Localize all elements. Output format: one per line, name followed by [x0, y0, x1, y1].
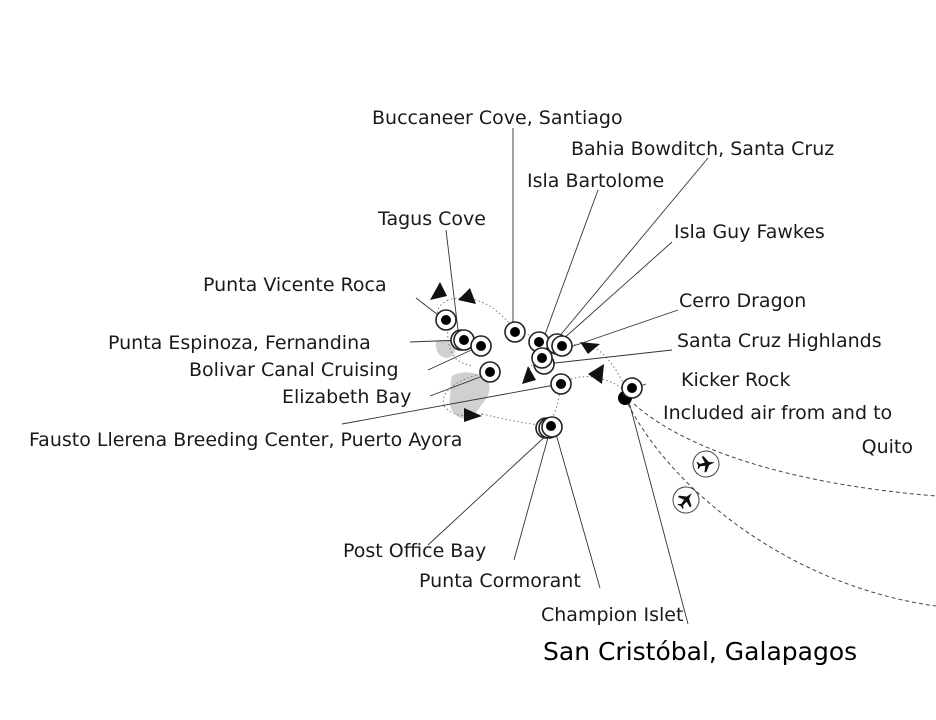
airplane-marker-1 — [692, 450, 720, 478]
marker-fausto-llerena — [550, 373, 572, 395]
airplane-marker-2 — [672, 486, 700, 514]
airplane-icon — [696, 456, 715, 473]
fernandina-island-shape — [435, 339, 456, 358]
flight-paths — [627, 403, 936, 607]
marker-buccaneer-cove — [504, 321, 526, 343]
label-buccaneer-cove: Buccaneer Cove, Santiago — [372, 107, 623, 129]
marker-elizabeth-bay — [479, 361, 501, 383]
labels: Buccaneer Cove, Santiago Bahia Bowditch,… — [29, 107, 913, 666]
label-elizabeth-bay: Elizabeth Bay — [282, 386, 411, 408]
marker-punta-espinoza — [450, 329, 475, 351]
label-kicker-rock: Kicker Rock — [681, 369, 790, 391]
label-santa-cruz-highlands: Santa Cruz Highlands — [677, 330, 882, 352]
marker-tagus-cove — [470, 335, 492, 357]
label-punta-cormorant: Punta Cormorant — [419, 570, 581, 592]
leader-lines — [341, 128, 709, 625]
label-champion-islet: Champion Islet — [541, 604, 683, 626]
route-arrow-icon — [464, 408, 482, 422]
label-included-air-line2: Quito — [862, 436, 913, 458]
label-included-air-line1: Included air from and to — [663, 402, 892, 424]
label-fausto-llerena: Fausto Llerena Breeding Center, Puerto A… — [29, 429, 462, 451]
route-arrow-icon — [522, 366, 536, 384]
label-isla-guy-fawkes: Isla Guy Fawkes — [674, 221, 825, 243]
map-title: San Cristóbal, Galapagos — [543, 637, 857, 666]
isabela-island-shape — [449, 372, 490, 419]
marker-bahia-bowditch — [546, 333, 573, 357]
islands — [435, 339, 490, 419]
label-tagus-cove: Tagus Cove — [377, 208, 486, 230]
route-arrows — [430, 282, 604, 422]
marker-punta-vicente-roca — [435, 309, 457, 331]
label-punta-espinoza: Punta Espinoza, Fernandina — [108, 332, 371, 354]
route-arrow-icon — [430, 282, 447, 300]
stop-markers — [435, 309, 643, 439]
label-cerro-dragon: Cerro Dragon — [679, 290, 806, 312]
marker-cerro-dragon — [531, 347, 555, 375]
label-post-office-bay: Post Office Bay — [343, 540, 486, 562]
marker-kicker-rock — [618, 377, 643, 405]
label-bahia-bowditch: Bahia Bowditch, Santa Cruz — [571, 138, 834, 160]
route-arrow-icon — [588, 364, 604, 384]
airplane-icon — [677, 493, 692, 510]
label-bolivar-canal: Bolivar Canal Cruising — [189, 359, 399, 381]
label-punta-vicente-roca: Punta Vicente Roca — [203, 274, 387, 296]
route-arrow-icon — [580, 342, 600, 354]
marker-floreana — [535, 416, 563, 439]
label-isla-bartolome: Isla Bartolome — [527, 170, 664, 192]
route-arrow-icon — [458, 288, 476, 304]
